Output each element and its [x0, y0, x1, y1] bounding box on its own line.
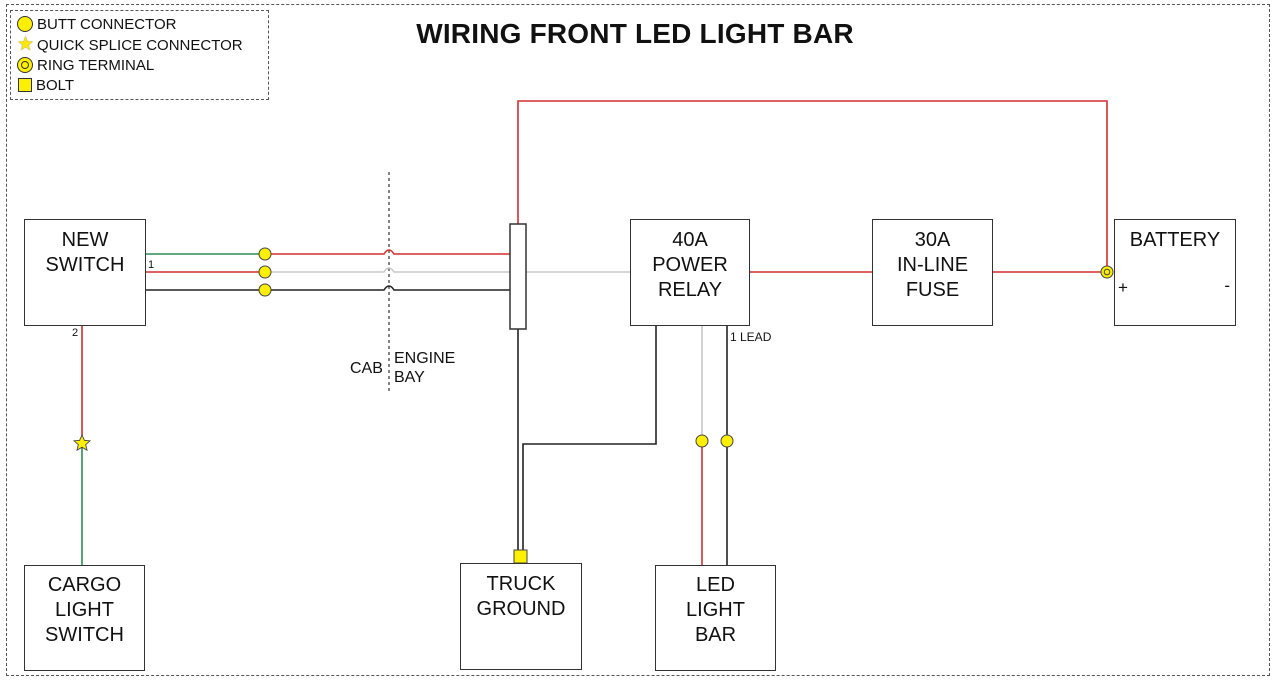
lead-label: 1 LEAD — [730, 330, 772, 344]
butt-connector — [258, 283, 272, 297]
butt-connector — [258, 265, 272, 279]
battery-positive-terminal: + — [1118, 278, 1128, 297]
new-switch-label-line: NEW — [61, 229, 109, 251]
butt-connector — [695, 434, 709, 448]
cargo-light-switch-box: CARGO LIGHT SWITCH — [24, 565, 145, 671]
wire-switch-red-top — [265, 249, 510, 255]
cargo-switch-label-line: CARGO — [47, 574, 122, 596]
relay-label-line: RELAY — [657, 279, 723, 301]
bolt-icon — [18, 78, 32, 92]
legend-row: BOLT — [17, 75, 74, 95]
led-light-bar-box: LED LIGHT BAR — [655, 565, 776, 671]
battery-label: BATTERY — [1129, 229, 1221, 251]
wire-red-loop — [517, 100, 1108, 272]
quick-splice-connector — [72, 433, 92, 452]
new-switch-label-line: SWITCH — [45, 254, 125, 276]
led-bar-label-line: BAR — [694, 624, 737, 646]
legend-row: RING TERMINAL — [17, 55, 154, 75]
legend-label: BOLT — [36, 76, 75, 94]
wire-switch-black — [146, 285, 510, 291]
battery-negative-terminal: - — [1224, 276, 1230, 295]
fuse-label-line: IN-LINE — [896, 254, 969, 276]
butt-connector — [720, 434, 734, 448]
relay-label-line: POWER — [652, 254, 728, 276]
led-bar-label-line: LIGHT — [686, 599, 745, 621]
engine-bay-label: ENGINE BAY — [394, 349, 455, 387]
fuse-label-line: FUSE — [905, 279, 960, 301]
pin-2-label: 2 — [72, 327, 79, 339]
butt-connector — [258, 247, 272, 261]
ring-terminal-icon — [17, 57, 33, 73]
ring-terminal — [1100, 265, 1114, 279]
legend-row: ★ QUICK SPLICE CONNECTOR — [17, 35, 243, 55]
page-title: WIRING FRONT LED LIGHT BAR — [416, 18, 854, 49]
legend-label: BUTT CONNECTOR — [37, 15, 177, 33]
ground-label-line: GROUND — [476, 598, 566, 620]
legend-label: QUICK SPLICE CONNECTOR — [37, 36, 243, 54]
engine-bay-label-line: ENGINE — [394, 350, 456, 367]
cargo-switch-label-line: LIGHT — [55, 599, 114, 621]
fuse-label-line: 30A — [914, 229, 951, 251]
battery-box: BATTERY + - — [1114, 219, 1236, 326]
truck-ground-box: TRUCK GROUND — [460, 563, 582, 670]
butt-connector-icon — [17, 16, 33, 32]
legend: BUTT CONNECTOR ★ QUICK SPLICE CONNECTOR … — [10, 10, 269, 100]
cargo-switch-label-line: SWITCH — [45, 624, 124, 646]
new-switch-box: NEW SWITCH — [24, 219, 146, 326]
wire-switch-white — [265, 267, 510, 273]
power-relay-box: 40A POWER RELAY — [630, 219, 750, 326]
bolt — [513, 549, 528, 564]
inline-fuse-box: 30A IN-LINE FUSE — [872, 219, 993, 326]
wire-relay-ground — [522, 326, 657, 556]
diagram-frame — [6, 4, 1270, 676]
pin-1-label: 1 — [148, 259, 155, 271]
relay-label-line: 40A — [672, 229, 708, 251]
engine-bay-label-line: BAY — [394, 369, 425, 386]
star-icon: ★ — [17, 34, 35, 55]
legend-row: BUTT CONNECTOR — [17, 14, 176, 34]
legend-label: RING TERMINAL — [37, 56, 155, 74]
led-bar-label-line: LED — [696, 574, 735, 596]
cab-label: CAB — [350, 360, 383, 377]
ground-label-line: TRUCK — [486, 573, 556, 595]
junction-block — [509, 223, 527, 330]
ring-terminal-hole — [1103, 268, 1111, 276]
